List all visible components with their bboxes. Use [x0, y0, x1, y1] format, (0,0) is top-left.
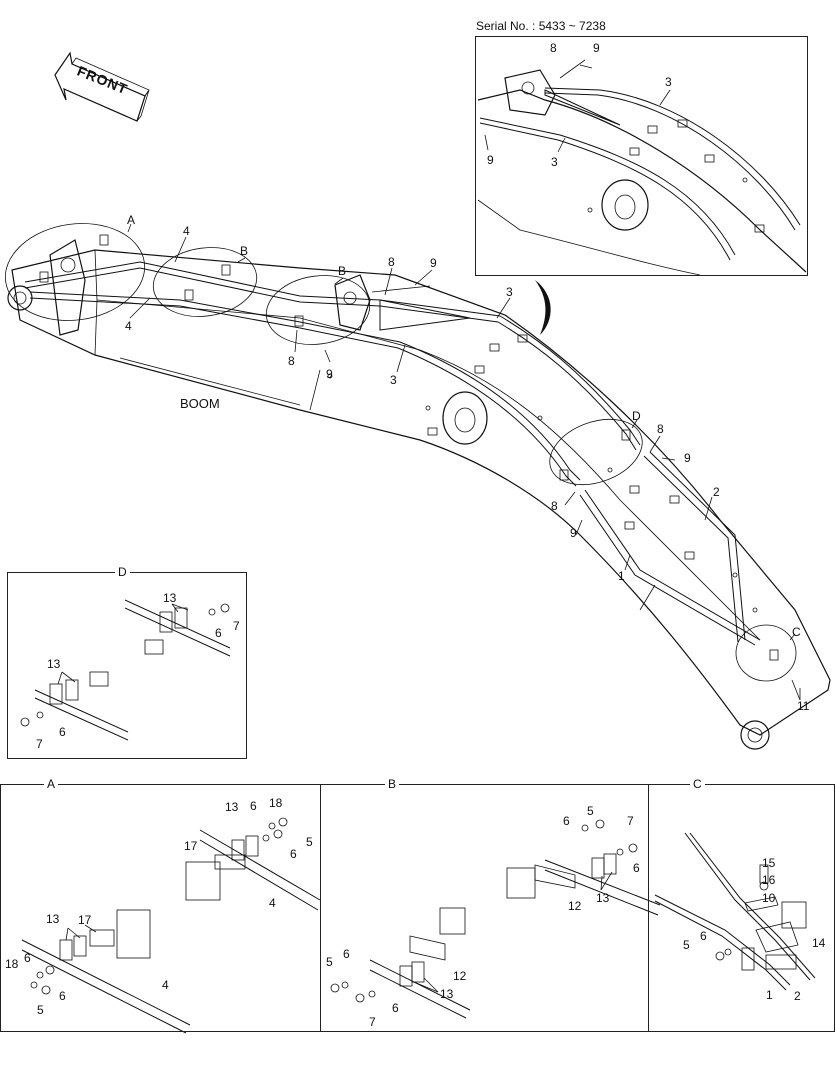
detail-a-callout-4-top: 4 — [269, 896, 276, 910]
detail-c-callout-16: 16 — [762, 873, 776, 887]
boom-body — [7, 239, 831, 750]
detail-d-callout-7-bottom: 7 — [36, 737, 43, 751]
serial-number-note: Serial No. : 5433 ~ 7238 — [476, 19, 606, 33]
detail-b-callout-6-top: 6 — [563, 814, 570, 828]
boom-pipes — [24, 261, 761, 646]
detail-b-callout-13-bottom: 13 — [440, 987, 454, 1001]
divider-bc — [648, 784, 649, 1032]
detail-a-callout-4-bottom: 4 — [162, 978, 169, 992]
callout-1: 1 — [618, 569, 625, 583]
callout-2: 2 — [713, 485, 720, 499]
inset-callout-9-left: 9 — [487, 153, 494, 167]
callout-4-top: 4 — [183, 224, 190, 238]
detail-b-drawing — [330, 819, 661, 1019]
callout-8-left: 8 — [288, 354, 295, 368]
detail-b-callout-5-bottom: 5 — [326, 955, 333, 969]
detail-c-callout-5: 5 — [683, 938, 690, 952]
detail-d-callout-6-top: 6 — [215, 626, 222, 640]
detail-a-label: A — [44, 778, 59, 790]
inset-callout-9-top: 9 — [593, 41, 600, 55]
detail-d-callout-13-bottom: 13 — [47, 657, 61, 671]
inset-callout-3-bottom: 3 — [551, 155, 558, 169]
callout-11: 11 — [797, 699, 810, 713]
detail-d-label: D — [115, 566, 130, 578]
detail-c-callout-1: 1 — [766, 988, 773, 1002]
detail-a-drawing — [21, 817, 321, 1034]
inset-callout-8: 8 — [550, 41, 557, 55]
callout-8-d-top: 8 — [657, 422, 664, 436]
detail-b-callout-5-top: 5 — [587, 804, 594, 818]
detail-a-callout-6-bottom: 6 — [59, 989, 66, 1003]
boom-label: BOOM — [180, 396, 220, 411]
detail-b-callout-7-top: 7 — [627, 814, 634, 828]
detail-d-callout-6-bottom: 6 — [59, 725, 66, 739]
callout-3-right: 3 — [506, 285, 513, 299]
callout-b-2: B — [338, 264, 347, 278]
detail-d-callout-13-top: 13 — [163, 591, 177, 605]
inset-callout-3-top: 3 — [665, 75, 672, 89]
detail-b-callout-7-bottom: 7 — [369, 1015, 376, 1029]
detail-b-label: B — [385, 778, 400, 790]
detail-b-callout-12-top: 12 — [568, 899, 582, 913]
callout-9-d-bottom: 9 — [570, 526, 577, 540]
detail-c-callout-6: 6 — [700, 929, 707, 943]
detail-b-callout-13-top: 13 — [596, 891, 610, 905]
callout-9-top: 9 — [430, 256, 437, 270]
bottom-details-frame — [0, 784, 835, 1032]
detail-c-label: C — [690, 778, 705, 790]
detail-b-callout-12-bottom: 12 — [453, 969, 467, 983]
callout-c: C — [792, 625, 801, 639]
detail-d-drawing — [20, 599, 231, 741]
callout-8-top: 8 — [388, 255, 395, 269]
callout-9-d-right: 9 — [684, 451, 691, 465]
callout-8-d-bottom: 8 — [551, 499, 558, 513]
detail-a-callout-6-right: 6 — [290, 847, 297, 861]
detail-a-callout-6-left: 6 — [24, 951, 31, 965]
callout-b-1: B — [240, 244, 249, 258]
callout-3-left: 3 — [390, 373, 397, 387]
detail-c-callout-2: 2 — [794, 989, 801, 1003]
detail-circles — [4, 223, 797, 682]
detail-a-callout-17-bottom: 17 — [78, 913, 92, 927]
detail-a-callout-18-top: 18 — [269, 796, 283, 810]
detail-a-callout-5-bottom: 5 — [37, 1003, 44, 1017]
serial-inset-frame — [475, 36, 808, 276]
detail-c-callout-15: 15 — [762, 856, 776, 870]
detail-a-callout-18-bottom: 18 — [5, 957, 19, 971]
detail-a-callout-13-bottom: 13 — [46, 912, 60, 926]
detail-a-callout-5-right: 5 — [306, 835, 313, 849]
detail-a-callout-6-top: 6 — [250, 799, 257, 813]
detail-d-frame — [7, 572, 247, 759]
detail-b-callout-6-bottom: 6 — [392, 1001, 399, 1015]
callout-9-left: 9 — [326, 367, 333, 381]
callout-4-bottom: 4 — [125, 319, 132, 333]
main-leaders — [127, 223, 801, 701]
detail-d-callout-7-top: 7 — [233, 619, 240, 633]
detail-a-callout-13-top: 13 — [225, 800, 239, 814]
detail-b-callout-6-left: 6 — [343, 947, 350, 961]
divider-ab — [320, 784, 321, 1032]
boom-clamps — [39, 234, 779, 661]
detail-a-callout-17-top: 17 — [184, 839, 198, 853]
callout-d: D — [632, 409, 641, 423]
inset-drawing — [477, 59, 807, 276]
detail-c-callout-14: 14 — [812, 936, 826, 950]
detail-c-callout-10: 10 — [762, 891, 776, 905]
detail-c-drawing — [654, 832, 816, 991]
callout-a: A — [127, 213, 136, 227]
front-arrow — [54, 51, 150, 122]
detail-b-callout-6-right: 6 — [633, 861, 640, 875]
